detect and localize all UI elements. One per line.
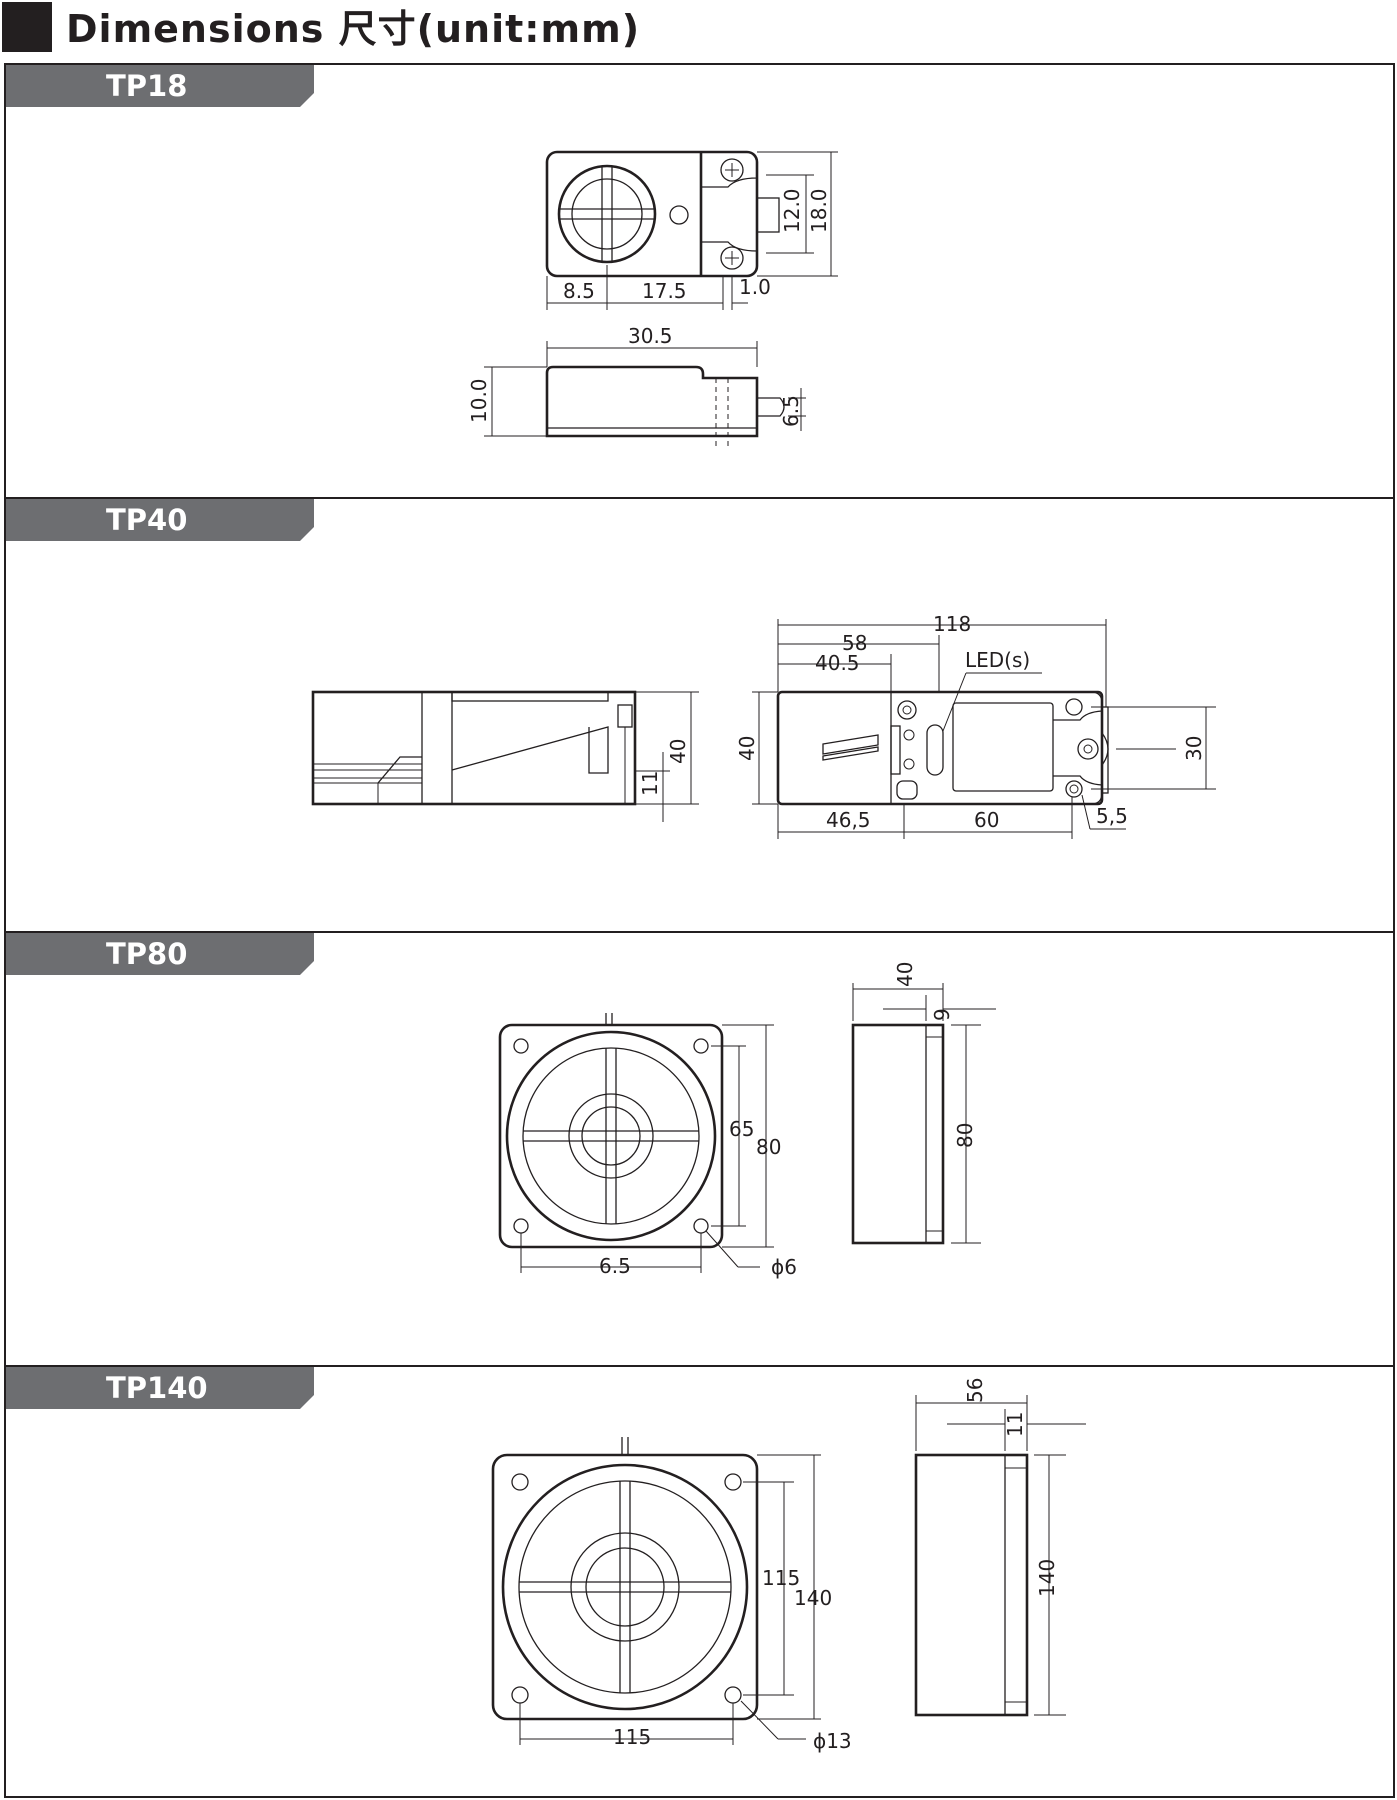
dim-140-side: 140 [1035,1559,1059,1597]
tp80-drawing: 65 80 6.5 ϕ6 40 9 80 [498,962,996,1279]
tp140-drawing: 115 140 115 ϕ13 56 11 140 [491,1378,1086,1753]
header-marker-square [2,2,52,52]
panel-tab-tp18: TP18 [6,65,314,107]
dim-40-top: 40 [735,736,759,761]
panel-tab-tp80: TP80 [6,933,314,975]
dim-60: 60 [974,808,999,832]
dim-40-5: 40.5 [815,651,860,675]
dim-phi6: ϕ6 [771,1255,797,1279]
tp40-drawing: 40 11 [311,612,1216,839]
panel-tp18: TP18 8.5 17.5 1.0 12 [4,63,1395,499]
dim-115-vertical: 115 [762,1566,800,1590]
panel-tab-label: TP80 [106,937,188,971]
dim-11: 11 [638,771,662,796]
panel-tab-tp40: TP40 [6,499,314,541]
dim-58: 58 [842,631,867,655]
dim-12-0: 12.0 [780,188,804,233]
dim-10-0: 10.0 [467,378,491,423]
dim-phi13: ϕ13 [813,1729,852,1753]
dim-6-5: 6.5 [779,395,803,427]
dim-30-5: 30.5 [628,324,673,348]
dim-40: 40 [893,962,917,987]
panel-tp80: TP80 65 80 6.5 ϕ6 [4,931,1395,1367]
tp140-front-view: 115 140 115 ϕ13 [491,1437,852,1753]
dim-40-side: 40 [666,739,690,764]
dim-6-5: 6.5 [599,1254,631,1278]
dim-11: 11 [1003,1412,1027,1437]
tp80-side-view: 40 9 80 [851,962,996,1245]
tp80-front-view: 65 80 6.5 ϕ6 [498,1013,797,1279]
dim-115-horizontal: 115 [613,1725,651,1749]
dim-8-5: 8.5 [563,279,595,303]
tp40-top-view: 118 58 40.5 LED(s) 40 30 46,5 60 5,5 [735,612,1216,839]
tp18-side-view: 30.5 10.0 6.5 [467,324,806,446]
dim-17-5: 17.5 [642,279,687,303]
panel-tab-label: TP40 [106,503,188,537]
dim-9: 9 [930,1008,954,1021]
dim-5-5: 5,5 [1096,804,1128,828]
page-header: Dimensions 尺寸(unit:mm) [0,0,700,58]
led-label: LED(s) [965,648,1030,672]
tp40-side-view: 40 11 [311,690,699,822]
dim-18-0: 18.0 [807,188,831,233]
tp140-side-view: 56 11 140 [914,1378,1086,1717]
page-title: Dimensions 尺寸(unit:mm) [66,7,641,51]
panel-tab-tp140: TP140 [6,1367,314,1409]
dim-118: 118 [933,612,971,636]
dim-80-front: 80 [756,1135,781,1159]
dim-56: 56 [963,1378,987,1403]
tp18-top-view: 8.5 17.5 1.0 12.0 18.0 [545,150,838,310]
tp18-drawing: 8.5 17.5 1.0 12.0 18.0 30.5 10.0 6.5 [467,150,838,446]
panel-tab-label: TP140 [106,1371,208,1405]
dim-46-5: 46,5 [826,808,871,832]
dim-80-side: 80 [953,1123,977,1148]
dim-30: 30 [1182,736,1206,761]
panel-tp40: TP40 40 11 [4,497,1395,933]
dim-65: 65 [729,1117,754,1141]
panel-tp140: TP140 115 140 115 ϕ13 [4,1365,1395,1798]
panel-tab-label: TP18 [106,69,188,103]
dim-1-0: 1.0 [739,275,771,299]
dim-140-front: 140 [794,1586,832,1610]
